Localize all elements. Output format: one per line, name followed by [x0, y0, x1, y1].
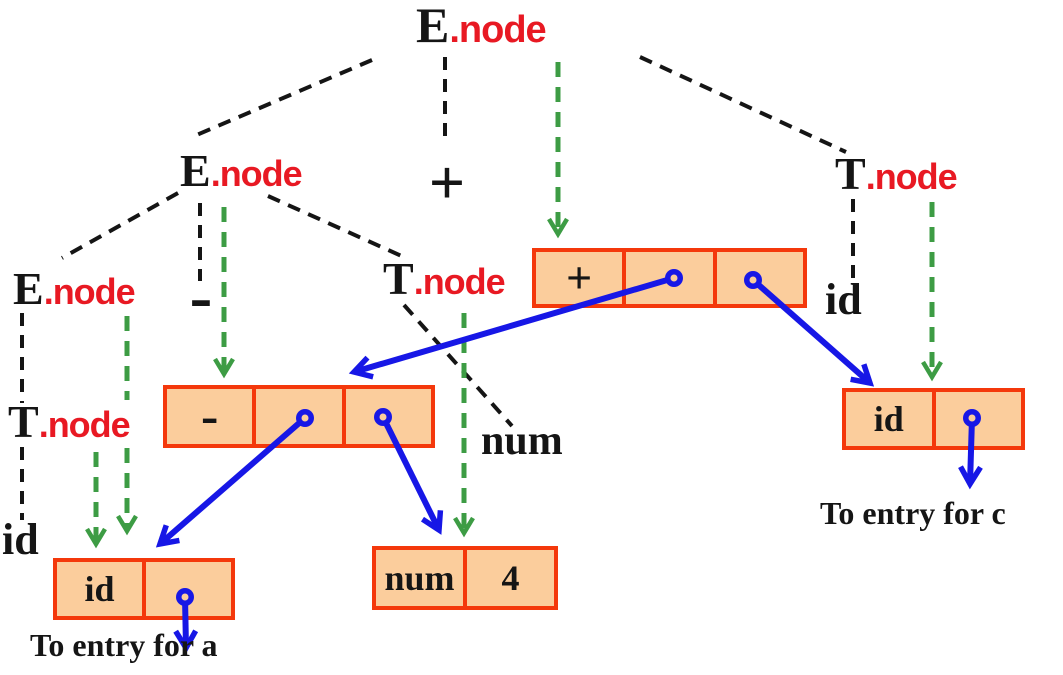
minus-record-right-pointer-cell: [341, 389, 431, 444]
e2-symbol: E: [180, 145, 211, 196]
id-c-record-pointer-cell: [931, 392, 1022, 446]
id-c-record-box: id: [842, 388, 1025, 450]
terminal-num: num: [481, 418, 563, 464]
id-a-record-box: id: [53, 558, 235, 620]
node-label-root-E: E.node: [416, 0, 547, 53]
terminal-id-left: id: [2, 515, 39, 564]
minus-record-box: -: [163, 385, 435, 448]
id-c-record-op-cell: id: [846, 392, 932, 446]
node-label-t-left: T.node: [8, 396, 131, 447]
root-symbol: E: [416, 0, 450, 53]
t-right-attr: .node: [865, 156, 958, 197]
num-record-value: 4: [501, 558, 520, 598]
e3-symbol: E: [13, 263, 44, 314]
terminal-plus: +: [428, 147, 466, 218]
t-right-symbol: T: [835, 148, 866, 199]
node-label-t-right: T.node: [835, 148, 958, 199]
num-record-box: num 4: [372, 546, 558, 610]
e3-attr: .node: [43, 271, 136, 312]
node-label-e3: E.node: [13, 263, 136, 314]
edge-root-to-e2: [191, 58, 373, 139]
root-attr: .node: [449, 9, 546, 51]
node-label-e2: E.node: [180, 145, 303, 196]
plus-record-right-pointer-cell: [712, 252, 803, 304]
minus-record-left-pointer-cell: [252, 389, 341, 444]
t-left-attr: .node: [38, 404, 131, 445]
num-record-op: num: [384, 558, 455, 598]
edge-e2-to-e3: [61, 191, 179, 260]
t-mid-attr: .node: [413, 261, 506, 302]
id-a-record-pointer-cell: [142, 562, 231, 616]
edge-root-to-t-right: [639, 55, 847, 154]
plus-record-box: +: [532, 248, 807, 308]
terminal-id-right: id: [825, 275, 862, 324]
e2-attr: .node: [210, 153, 303, 194]
num-record-value-cell: 4: [463, 550, 554, 606]
num-record-op-cell: num: [376, 550, 463, 606]
id-a-record-op: id: [84, 569, 115, 609]
plus-record-op-cell: +: [566, 252, 593, 303]
edge-e2-to-t-mid: [267, 194, 407, 260]
node-label-t-mid: T.node: [383, 253, 506, 304]
minus-record-op-cell: -: [201, 387, 219, 445]
terminal-minus: -: [189, 258, 213, 334]
t-left-symbol: T: [8, 396, 39, 447]
id-c-record-op: id: [873, 399, 904, 439]
annotation-entry-for-c: To entry for c: [820, 495, 1006, 531]
t-mid-symbol: T: [383, 253, 414, 304]
id-a-record-op-cell: id: [57, 562, 142, 616]
annotation-entry-for-a: To entry for a: [30, 627, 218, 663]
plus-record-left-pointer-cell: [622, 252, 712, 304]
